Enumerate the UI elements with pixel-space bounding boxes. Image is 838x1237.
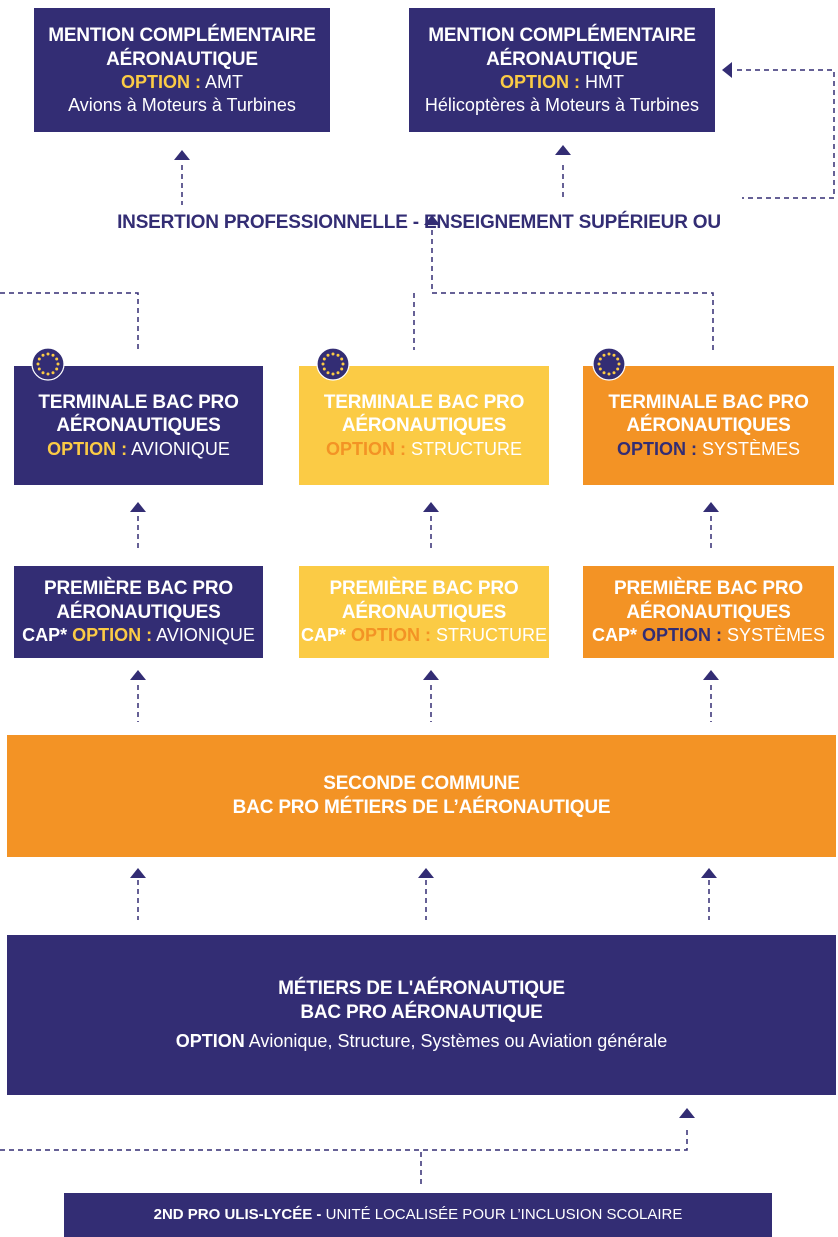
arrow-up-icon <box>130 868 146 878</box>
eu-flag-icon <box>316 347 350 381</box>
eu-flag-icon <box>592 347 626 381</box>
arrow-up-icon <box>423 670 439 680</box>
seconde-line-1: SECONDE COMMUNE <box>323 773 520 795</box>
ulis-box: 2ND PRO ULIS-LYCÉE - UNITÉ LOCALISÉE POU… <box>64 1193 772 1237</box>
terminale-systemes-title-1: TERMINALE BAC PRO <box>608 391 809 413</box>
terminale-systemes-title-2: AÉRONAUTIQUES <box>626 415 791 437</box>
arrow-up-icon <box>703 502 719 512</box>
premiere-systemes-title-1: PREMIÈRE BAC PRO <box>614 578 803 600</box>
terminale-avionique-option: OPTION : AVIONIQUE <box>47 438 230 459</box>
terminale-avionique-box: TERMINALE BAC PRO AÉRONAUTIQUES OPTION :… <box>14 366 263 485</box>
terminale-structure-box: TERMINALE BAC PRO AÉRONAUTIQUES OPTION :… <box>299 366 549 485</box>
mention-amt-box: MENTION COMPLÉMENTAIRE AÉRONAUTIQUE OPTI… <box>34 8 330 132</box>
arrow-up-icon <box>555 145 571 155</box>
eu-flag-icon <box>31 347 65 381</box>
premiere-systemes-title-2: AÉRONAUTIQUES <box>626 601 791 623</box>
mention-amt-subtitle: Avions à Moteurs à Turbines <box>68 94 296 115</box>
arrow-up-icon <box>424 215 440 225</box>
premiere-structure-title-2: AÉRONAUTIQUES <box>341 601 507 623</box>
premiere-avionique-title-2: AÉRONAUTIQUES <box>56 601 221 623</box>
insertion-heading: INSERTION PROFESSIONNELLE - ENSEIGNEMENT… <box>117 212 721 233</box>
arrow-up-icon <box>703 670 719 680</box>
ulis-label: 2ND PRO ULIS-LYCÉE - UNITÉ LOCALISÉE POU… <box>153 1205 683 1223</box>
premiere-systemes-box: PREMIÈRE BAC PRO AÉRONAUTIQUES CAP* OPTI… <box>583 566 834 658</box>
arrow-up-icon <box>423 502 439 512</box>
metiers-line-2: BAC PRO AÉRONAUTIQUE <box>300 1001 543 1023</box>
mention-hmt-box: MENTION COMPLÉMENTAIRE AÉRONAUTIQUE OPTI… <box>409 8 715 132</box>
premiere-systemes-option: CAP* OPTION : SYSTÈMES <box>591 625 826 646</box>
mention-amt-option: OPTION : AMT <box>120 72 243 93</box>
premiere-structure-box: PREMIÈRE BAC PRO AÉRONAUTIQUES CAP* OPTI… <box>299 566 549 658</box>
premiere-avionique-title-1: PREMIÈRE BAC PRO <box>44 578 233 600</box>
mention-amt-title-2: AÉRONAUTIQUE <box>106 48 258 70</box>
terminale-systemes-option: OPTION : SYSTÈMES <box>616 438 801 459</box>
terminale-structure-title-2: AÉRONAUTIQUES <box>341 415 507 437</box>
metiers-box: MÉTIERS DE L'AÉRONAUTIQUE BAC PRO AÉRONA… <box>7 935 836 1095</box>
premiere-structure-option: CAP* OPTION : STRUCTURE <box>300 625 547 646</box>
seconde-commune-box: SECONDE COMMUNE BAC PRO MÉTIERS DE L’AÉR… <box>7 735 836 857</box>
arrow-up-icon <box>174 150 190 160</box>
arrow-up-icon <box>418 868 434 878</box>
metiers-line-1: MÉTIERS DE L'AÉRONAUTIQUE <box>278 978 565 1000</box>
premiere-structure-title-1: PREMIÈRE BAC PRO <box>329 578 519 600</box>
premiere-avionique-option: CAP* OPTION : AVIONIQUE <box>22 625 255 646</box>
mention-amt-title-1: MENTION COMPLÉMENTAIRE <box>48 25 316 47</box>
terminale-avionique-title-2: AÉRONAUTIQUES <box>56 415 221 437</box>
seconde-line-2: BAC PRO MÉTIERS DE L’AÉRONAUTIQUE <box>232 797 611 818</box>
terminale-avionique-title-1: TERMINALE BAC PRO <box>38 391 239 413</box>
arrow-up-icon <box>130 670 146 680</box>
terminale-structure-title-1: TERMINALE BAC PRO <box>323 391 525 413</box>
arrow-up-icon <box>130 502 146 512</box>
terminale-structure-option: OPTION : STRUCTURE <box>326 438 522 459</box>
mention-hmt-title-1: MENTION COMPLÉMENTAIRE <box>428 25 696 47</box>
metiers-option: OPTION Avionique, Structure, Systèmes ou… <box>175 1031 668 1052</box>
mention-hmt-option: OPTION : HMT <box>500 72 624 93</box>
mention-hmt-title-2: AÉRONAUTIQUE <box>486 48 638 70</box>
arrow-up-icon <box>679 1108 695 1118</box>
arrow-left-icon <box>722 62 732 78</box>
premiere-avionique-box: PREMIÈRE BAC PRO AÉRONAUTIQUES CAP* OPTI… <box>14 566 263 658</box>
mention-hmt-subtitle: Hélicoptères à Moteurs à Turbines <box>424 94 700 115</box>
terminale-systemes-box: TERMINALE BAC PRO AÉRONAUTIQUES OPTION :… <box>583 366 834 485</box>
arrow-up-icon <box>701 868 717 878</box>
